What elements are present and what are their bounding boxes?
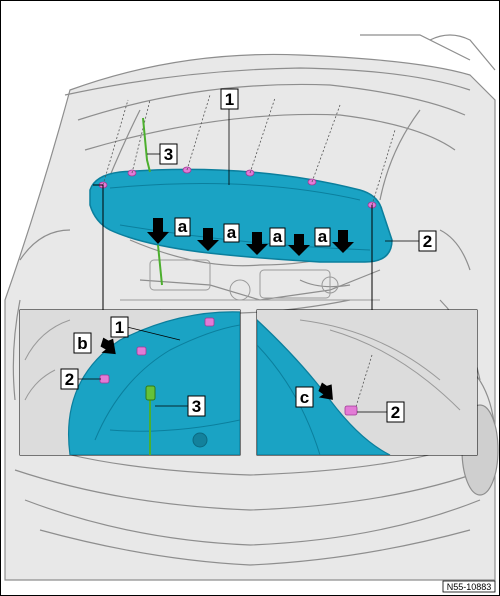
callout-box-2-detail-left	[60, 368, 79, 390]
callout-box-3-detail	[187, 395, 206, 417]
callout-2-main: 2	[423, 232, 432, 251]
bowden-cable	[142, 117, 163, 286]
callout-box-2-detail-right	[386, 401, 405, 423]
callout-2-detail-right: 2	[391, 403, 400, 422]
detail-right	[256, 309, 478, 456]
callout-b: b	[77, 334, 87, 353]
clip-leaders	[102, 94, 396, 206]
callout-3-main: 3	[164, 145, 173, 164]
callout-box-1-detail	[110, 316, 129, 338]
arrow-label-a1: a	[178, 217, 188, 236]
arrows-a	[147, 218, 354, 256]
arrow-letter-labels: a a a a	[174, 217, 331, 247]
leader-1-detail	[126, 326, 181, 341]
arrow-label-a4: a	[318, 227, 328, 246]
callout-2-detail-left: 2	[65, 370, 74, 389]
arrow-label-a2: a	[227, 223, 237, 242]
callout-box-b	[73, 332, 92, 354]
detail-connectors	[93, 184, 373, 310]
engine-bay	[120, 259, 380, 301]
callout-1-main: 1	[225, 90, 234, 109]
callout-3-detail: 3	[192, 397, 201, 416]
reference-code-box	[442, 580, 496, 593]
vehicle-body	[4, 34, 499, 581]
callout-c: c	[300, 388, 309, 407]
arrow-label-a3: a	[273, 227, 283, 246]
reference-code: N55-10883	[447, 582, 492, 592]
detail-left	[19, 309, 241, 456]
callout-box-1-main	[220, 88, 239, 110]
callout-box-c	[295, 386, 314, 408]
callout-1-detail: 1	[115, 318, 124, 337]
callout-box-3-main	[159, 143, 178, 165]
callout-box-2-main	[418, 230, 437, 252]
